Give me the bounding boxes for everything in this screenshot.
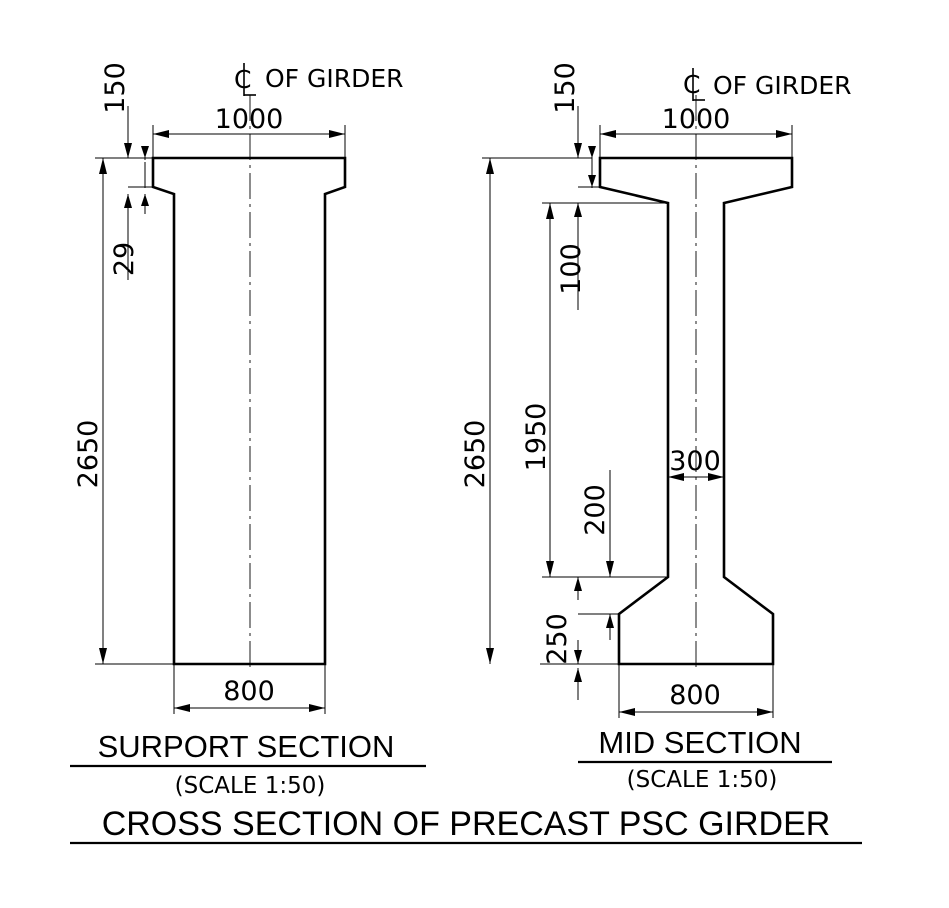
mid-centerline-label: OF GIRDER [713,71,852,100]
mid-dim-bottom-width: 800 [669,680,721,711]
mid-dim-top-taper: 100 [556,243,587,295]
support-section-scale: (SCALE 1:50) [175,773,326,799]
support-dim-taper: 29 [109,242,140,276]
mid-dim-top-width: 1000 [662,104,731,135]
mid-dim-depth: 2650 [460,420,491,489]
support-dim-bottom-width: 800 [223,676,275,707]
support-section: C OF GIRDER 1000 150 29 2650 [70,62,426,799]
support-dim-top-width: 1000 [215,104,284,135]
drawing-title: CROSS SECTION OF PRECAST PSC GIRDER [102,805,831,843]
mid-centerline-symbol: C [683,68,705,101]
mid-dim-top-offset: 150 [550,62,581,114]
support-centerline-label: OF GIRDER [265,64,404,93]
mid-dim-web-thickness: 300 [669,446,721,477]
support-centerline-symbol: C [234,63,256,96]
svg-text:C: C [234,65,251,94]
mid-section-title: MID SECTION [598,725,801,760]
mid-section: C OF GIRDER 1000 150 100 1950 [460,62,852,793]
support-dim-depth: 2650 [73,420,104,489]
svg-text:C: C [683,70,700,99]
mid-dim-web-height: 1950 [521,403,552,472]
mid-dim-bottom-taper: 200 [580,484,611,536]
support-dim-top-offset: 150 [100,62,131,114]
mid-section-scale: (SCALE 1:50) [627,767,778,793]
mid-dim-bottom-flange: 250 [542,613,573,665]
support-section-outline [151,156,347,666]
support-section-title: SURPORT SECTION [98,729,395,764]
